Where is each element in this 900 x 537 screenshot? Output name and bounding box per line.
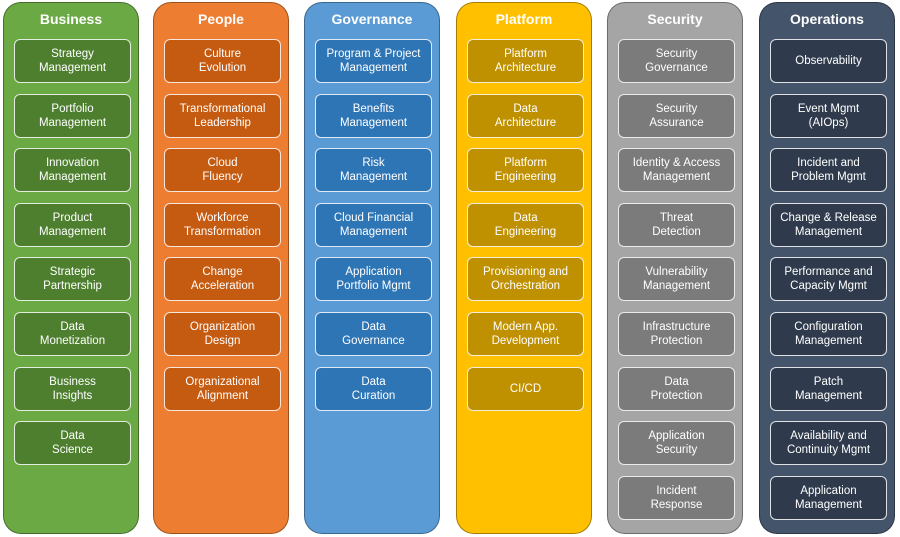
capability-card: Infrastructure Protection xyxy=(618,312,735,356)
capability-card: Data Monetization xyxy=(14,312,131,356)
capability-card: Program & Project Management xyxy=(315,39,432,83)
capability-card: CI/CD xyxy=(467,366,584,411)
capability-card: Availability and Continuity Mgmt xyxy=(770,421,887,466)
capability-card: Event Mgmt (AIOps) xyxy=(770,93,887,138)
capability-card: Data Curation xyxy=(315,366,432,411)
capability-card: Data Architecture xyxy=(467,93,584,138)
capability-card: Provisioning and Orchestration xyxy=(467,257,584,302)
capability-card: Application Management xyxy=(770,475,887,520)
column-title: Governance xyxy=(331,11,413,27)
capability-card: Risk Management xyxy=(315,148,432,193)
capability-card: Culture Evolution xyxy=(164,39,281,83)
capability-card: Data Science xyxy=(14,421,131,466)
capability-card: Incident and Problem Mgmt xyxy=(770,148,887,193)
capability-card: Security Governance xyxy=(618,39,735,83)
capability-card: Innovation Management xyxy=(14,148,131,193)
capability-card: Threat Detection xyxy=(618,202,735,247)
capability-card: Change Acceleration xyxy=(164,257,281,302)
capability-card: Strategic Partnership xyxy=(14,257,131,302)
capability-card: Incident Response xyxy=(618,475,735,520)
capability-card: Platform Engineering xyxy=(467,148,584,193)
capability-card: Configuration Management xyxy=(770,312,887,356)
capability-card: Strategy Management xyxy=(14,39,131,83)
capability-card: Workforce Transformation xyxy=(164,202,281,247)
capability-card: Product Management xyxy=(14,202,131,247)
capability-card: Platform Architecture xyxy=(467,39,584,83)
capability-card: Application Security xyxy=(618,421,735,466)
capability-card: Cloud Financial Management xyxy=(315,202,432,247)
capability-card: Observability xyxy=(770,39,887,83)
capability-card: Change & Release Management xyxy=(770,202,887,247)
capability-card: Portfolio Management xyxy=(14,93,131,138)
column-title: Platform xyxy=(495,11,553,27)
column-title: Security xyxy=(647,11,703,27)
capability-card: Data Governance xyxy=(315,312,432,356)
capability-card: Business Insights xyxy=(14,366,131,411)
capability-card: Organization Design xyxy=(164,312,281,356)
capability-card: Organizational Alignment xyxy=(164,366,281,411)
capability-card: Data Engineering xyxy=(467,202,584,247)
capability-card: Patch Management xyxy=(770,366,887,411)
capability-card: Identity & Access Management xyxy=(618,148,735,193)
capability-card: Vulnerability Management xyxy=(618,257,735,302)
capability-card: Performance and Capacity Mgmt xyxy=(770,257,887,302)
capability-card: Security Assurance xyxy=(618,93,735,138)
column-title: Business xyxy=(39,11,103,27)
capability-card: Modern App. Development xyxy=(467,312,584,356)
column-title: People xyxy=(198,11,244,27)
capability-card: Data Protection xyxy=(618,366,735,411)
column-title: Operations xyxy=(790,11,864,27)
capability-card: Benefits Management xyxy=(315,93,432,138)
capability-card: Cloud Fluency xyxy=(164,148,281,193)
capability-card: Application Portfolio Mgmt xyxy=(315,257,432,302)
capability-card: Transformational Leadership xyxy=(164,93,281,138)
